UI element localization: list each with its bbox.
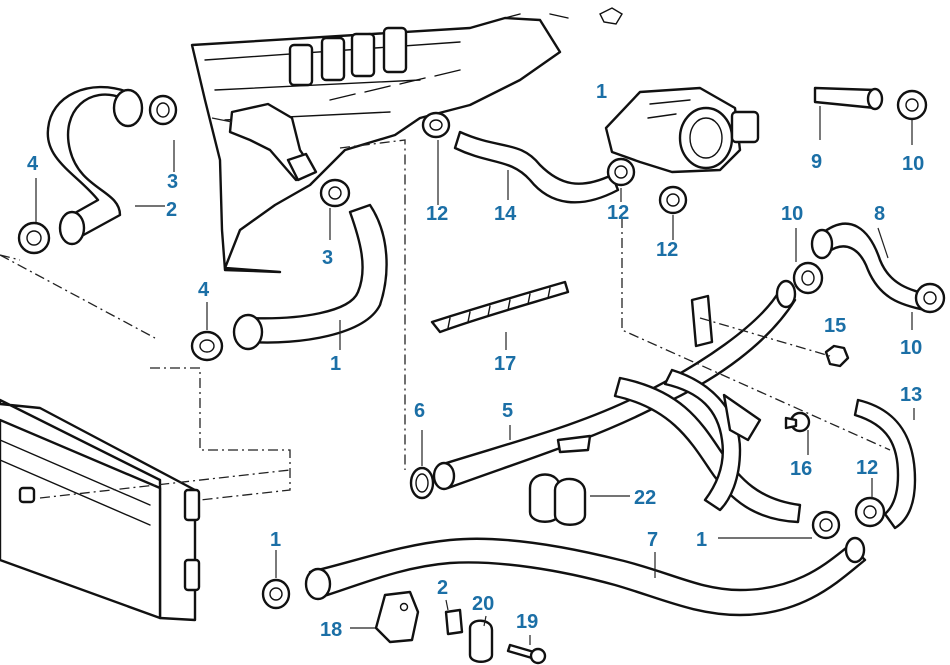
callout-22: 22	[634, 487, 657, 509]
callout-4-mid: 4	[198, 279, 210, 301]
radiator	[0, 398, 201, 622]
callout-12-a: 12	[426, 203, 449, 225]
callout-4-left: 4	[27, 153, 39, 175]
callout-1-bottom-left: 1	[270, 529, 282, 551]
hose-5-branch	[613, 376, 802, 524]
callout-19: 19	[516, 611, 539, 633]
throttle-body	[604, 86, 760, 174]
callout-13: 13	[900, 384, 923, 406]
callout-15: 15	[824, 315, 847, 337]
callout-2-bottom: 2	[437, 577, 449, 599]
callout-6: 6	[414, 400, 426, 422]
callout-2: 2	[166, 199, 178, 221]
callout-8: 8	[874, 203, 886, 225]
bracket-on-hose-5	[690, 294, 714, 348]
callout-17: 17	[494, 353, 517, 375]
nut-15	[824, 344, 850, 368]
callout-12-c: 12	[656, 239, 679, 261]
callout-1: 1	[330, 353, 342, 375]
hose-9	[813, 86, 877, 110]
callout-10-mid: 10	[781, 203, 804, 225]
callout-12-d: 12	[856, 457, 879, 479]
hose-13	[853, 398, 917, 530]
engine-block	[190, 7, 623, 274]
hose-2-end-lower	[58, 210, 86, 246]
hose-1	[246, 203, 388, 344]
callout-7: 7	[647, 529, 659, 551]
callout-20: 20	[472, 593, 495, 615]
bracket-18	[374, 590, 420, 644]
screw-16	[784, 411, 811, 433]
callout-18: 18	[320, 619, 343, 641]
clip-21	[444, 608, 464, 636]
callout-10-top: 10	[902, 153, 925, 175]
clip-20	[468, 619, 494, 663]
callout-12-b: 12	[607, 202, 630, 224]
screw-19	[506, 643, 547, 665]
callout-16: 16	[790, 458, 813, 480]
callout-3-mid: 3	[322, 247, 334, 269]
callout-14: 14	[494, 203, 517, 225]
callout-1-bottom-right: 1	[696, 529, 708, 551]
hose-8	[818, 222, 932, 312]
callout-5: 5	[502, 400, 514, 422]
callout-10-low: 10	[900, 337, 923, 359]
callout-1-top: 1	[596, 81, 608, 103]
assembly-lines	[0, 139, 891, 501]
leader-lines	[35, 106, 915, 645]
callout-3-top: 3	[167, 171, 179, 193]
callout-9: 9	[811, 151, 823, 173]
hose-2-end	[112, 88, 144, 128]
cable-tie-17	[430, 280, 570, 334]
o-ring-6	[409, 466, 435, 500]
hose-clamp	[17, 89, 946, 610]
hose-14	[453, 130, 620, 204]
